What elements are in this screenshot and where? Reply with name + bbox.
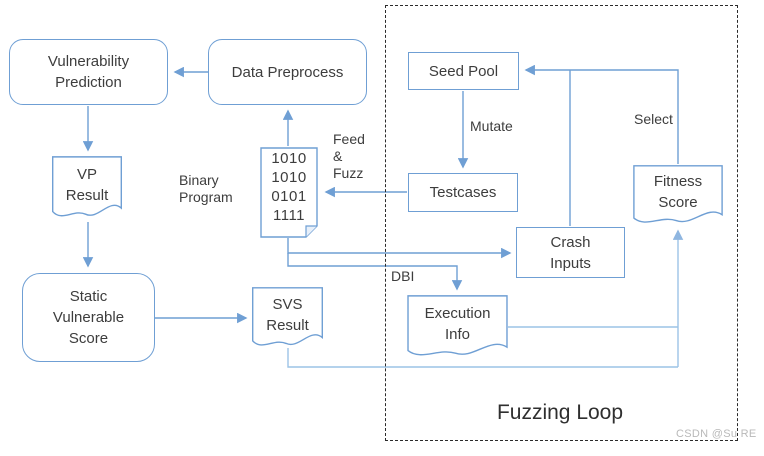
binary-line: 1010 bbox=[271, 149, 307, 167]
node-label: SVS bbox=[272, 295, 303, 313]
node-label: Result bbox=[266, 316, 309, 334]
node-label: Inputs bbox=[550, 254, 591, 272]
edge-fitness-score-to-seed-pool-select bbox=[524, 64, 679, 164]
node-label: Execution bbox=[424, 304, 491, 322]
node-label: Result bbox=[65, 186, 109, 204]
node-label: Fitness bbox=[653, 173, 703, 190]
edge-svs-result-to-loop-join bbox=[287, 348, 678, 368]
document-shape bbox=[407, 295, 508, 361]
node-vulnerability-prediction: Vulnerability Prediction bbox=[9, 39, 168, 105]
node-label: Vulnerability bbox=[47, 53, 130, 70]
node-label: Info bbox=[444, 325, 471, 343]
binary-program-label: Binary Program bbox=[179, 172, 233, 205]
node-vp-result: VP Result bbox=[52, 156, 122, 222]
node-data-preprocess: Data Preprocess bbox=[208, 39, 367, 105]
edge-binary-program-to-execution-info-dbi bbox=[287, 253, 463, 291]
document-shape bbox=[252, 287, 323, 351]
binary-line: 1111 bbox=[272, 206, 306, 224]
node-fitness-score: Fitness Score bbox=[633, 165, 723, 228]
fuzzing-loop-title: Fuzzing Loop bbox=[496, 401, 624, 424]
node-crash-inputs: Crash Inputs bbox=[516, 227, 625, 278]
binary-line: 0101 bbox=[271, 187, 307, 205]
page-fold-shape bbox=[260, 147, 318, 238]
node-label: Prediction bbox=[55, 74, 122, 91]
node-seed-pool: Seed Pool bbox=[408, 52, 519, 90]
node-label: Seed Pool bbox=[428, 62, 499, 80]
csdn-watermark: CSDN @Su RE bbox=[676, 428, 757, 440]
node-label: Vulnerable bbox=[52, 309, 125, 326]
binary-line: 1010 bbox=[271, 168, 307, 186]
node-label: Score bbox=[658, 194, 698, 211]
node-svs-result: SVS Result bbox=[252, 287, 323, 351]
node-binary-program-doc: 1010 1010 0101 1111 bbox=[260, 147, 318, 238]
node-label: Crash bbox=[550, 233, 591, 251]
node-static-vulnerable-score: Static Vulnerable Score bbox=[22, 273, 155, 362]
node-testcases: Testcases bbox=[408, 173, 518, 212]
dbi-label: DBI bbox=[391, 268, 415, 284]
node-label: VP bbox=[76, 165, 97, 183]
node-execution-info: Execution Info bbox=[407, 295, 508, 361]
feed-fuzz-label: Feed & Fuzz bbox=[333, 131, 365, 181]
node-label: Score bbox=[68, 330, 109, 347]
mutate-label: Mutate bbox=[470, 118, 513, 134]
node-label: Data Preprocess bbox=[231, 63, 344, 81]
document-shape bbox=[52, 156, 122, 222]
fuzzing-loop-boundary bbox=[385, 5, 738, 441]
document-shape bbox=[633, 165, 723, 228]
node-label: Static bbox=[69, 288, 108, 305]
node-label: Testcases bbox=[429, 184, 497, 201]
select-label: Select bbox=[634, 111, 673, 127]
